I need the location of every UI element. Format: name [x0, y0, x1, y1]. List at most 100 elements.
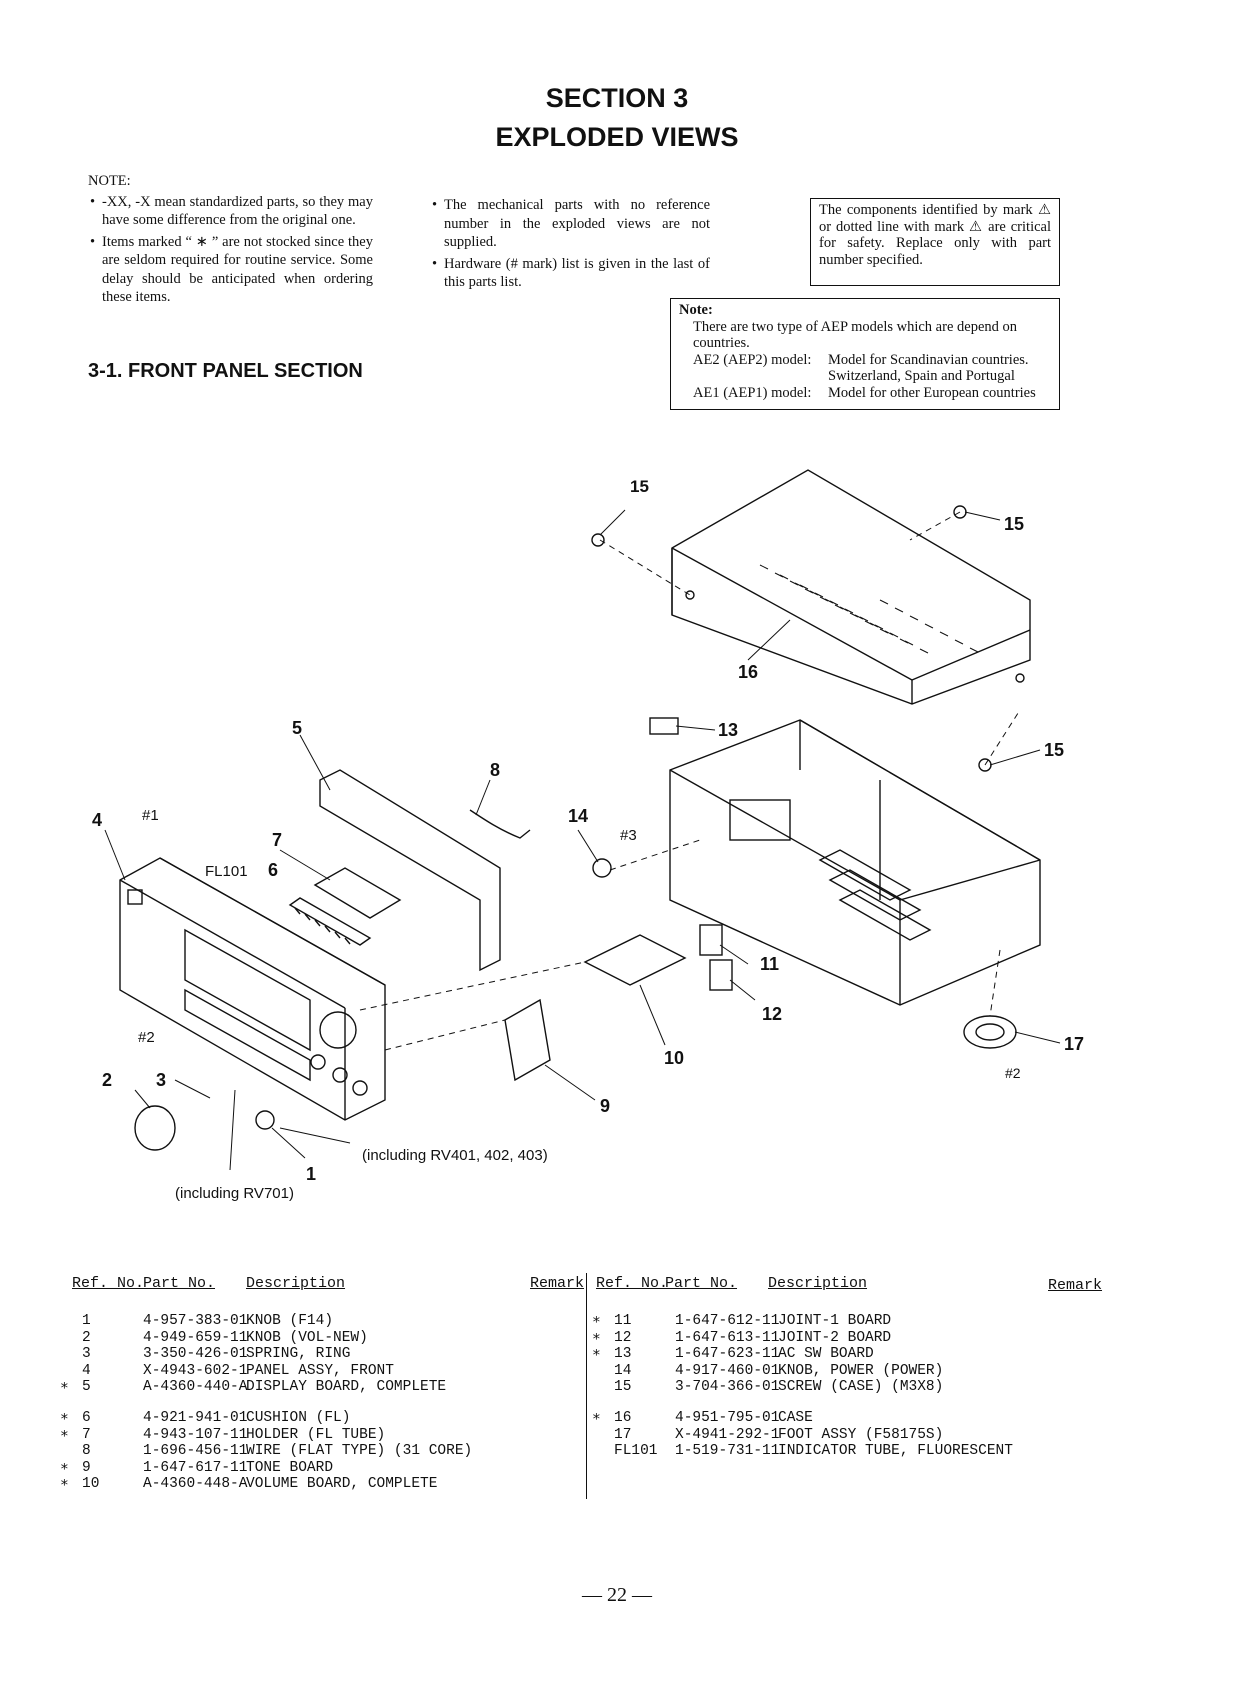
row-ref: 1 — [82, 1313, 91, 1329]
row-ref: 3 — [82, 1346, 91, 1363]
row-description: HOLDER (FL TUBE) — [246, 1426, 386, 1443]
page-number: — 22 — — [582, 1584, 652, 1606]
row-description: AC SW BOARD — [778, 1346, 874, 1363]
row-part-number: 1-519-731-11 — [675, 1443, 780, 1460]
front-panel-part-4 — [119, 857, 386, 1121]
safety-notice-box: The components identified by mark ⚠ or d… — [810, 198, 1060, 286]
row-ref: 11 — [614, 1313, 632, 1329]
aep-note-intro: There are two type of AEP models which a… — [693, 318, 1017, 352]
row-mark: ∗ — [592, 1346, 601, 1363]
callout-3: 3 — [156, 1070, 166, 1090]
callout-hw-2-left: #2 — [138, 1029, 155, 1046]
callout-10: 10 — [664, 1048, 684, 1068]
header-desc-right: Description — [768, 1275, 868, 1292]
aep-row-ae2: AE2 (AEP2) model: Model for Scandinavian… — [679, 352, 1051, 385]
note-rv401: (including RV401, 402, 403) — [362, 1147, 548, 1164]
row-description: INDICATOR TUBE, FLUORESCENT — [778, 1443, 1013, 1460]
row-part-number: 1-647-623-11 — [675, 1346, 780, 1363]
aep-model-ae1: AE1 (AEP1) model: — [693, 384, 812, 401]
row-part-number: 1-696-456-11 — [143, 1443, 248, 1460]
row-part-number: 1-647-612-11 — [675, 1313, 780, 1329]
case-part-16 — [671, 469, 1031, 705]
header-ref-right: Ref. No. — [596, 1275, 669, 1292]
row-ref: 14 — [614, 1362, 632, 1379]
fl-tube — [288, 867, 402, 946]
aep-row-ae1: AE1 (AEP1) model: Model for other Europe… — [679, 385, 1051, 402]
volume-knob-part-2 — [134, 1105, 176, 1151]
row-part-number: 4-943-107-11 — [143, 1426, 248, 1443]
callout-12: 12 — [762, 1004, 782, 1024]
section-heading: 3-1. FRONT PANEL SECTION — [88, 360, 363, 382]
knob-part-1 — [255, 1110, 275, 1130]
joint-board-part-12 — [709, 959, 733, 991]
row-ref: 5 — [82, 1379, 91, 1396]
aep-note-box: Note: There are two type of AEP models w… — [670, 298, 1060, 410]
row-description: DISPLAY BOARD, COMPLETE — [246, 1379, 447, 1396]
callout-15-right: 15 — [1004, 514, 1024, 534]
row-description: SCREW (CASE) (M3X8) — [778, 1379, 944, 1396]
row-description: KNOB (VOL-NEW) — [246, 1329, 368, 1346]
row-ref: 13 — [614, 1346, 632, 1363]
foot-part-17 — [963, 1015, 1017, 1049]
note-not-stocked: Items marked “ ∗ ” are not stocked since… — [88, 233, 373, 307]
header-remark-left: Remark — [530, 1275, 585, 1292]
callout-14: 14 — [568, 806, 588, 826]
callout-fl101: FL101 — [205, 863, 248, 880]
joint-board-part-11 — [699, 924, 723, 956]
callout-1: 1 — [306, 1164, 316, 1184]
row-mark: ∗ — [592, 1313, 601, 1329]
row-description: WIRE (FLAT TYPE) (31 CORE) — [246, 1443, 473, 1460]
callout-9: 9 — [600, 1096, 610, 1116]
row-description: TONE BOARD — [246, 1459, 334, 1476]
row-mark: ∗ — [60, 1409, 69, 1426]
chassis — [669, 719, 1041, 1006]
volume-board-part-10 — [583, 934, 687, 986]
note-standardized-parts: -XX, -X mean standardized parts, so they… — [88, 193, 373, 230]
row-ref: 15 — [614, 1379, 632, 1396]
row-part-number: 4-949-659-11 — [143, 1329, 248, 1346]
header-desc-left: Description — [246, 1275, 346, 1292]
row-part-number: 4-957-383-01 — [143, 1313, 248, 1329]
header-part-right: Part No. — [665, 1275, 738, 1292]
row-mark: ∗ — [60, 1459, 69, 1476]
callout-hw-3: #3 — [620, 827, 637, 844]
page-title: EXPLODED VIEWS — [495, 122, 739, 152]
screw-part-15b — [953, 505, 967, 519]
header-ref-left: Ref. No. — [72, 1275, 145, 1292]
row-ref: 12 — [614, 1329, 632, 1346]
callout-7: 7 — [272, 830, 282, 850]
callout-15-lower: 15 — [1044, 740, 1064, 760]
row-description: PANEL ASSY, FRONT — [246, 1362, 394, 1379]
row-description: CASE — [778, 1409, 813, 1426]
row-part-number: 4-921-941-01 — [143, 1409, 248, 1426]
section-number: SECTION 3 — [545, 83, 689, 113]
row-part-number: 1-647-613-11 — [675, 1329, 780, 1346]
notes-left: NOTE: -XX, -X mean standardized parts, s… — [88, 172, 373, 310]
callout-5: 5 — [292, 718, 302, 738]
callout-15-top: 15 — [630, 477, 649, 496]
callout-hw-2-right: #2 — [1005, 1065, 1021, 1081]
callout-hw-1: #1 — [142, 807, 159, 824]
row-ref: 10 — [82, 1476, 100, 1493]
display-board-part-5 — [319, 769, 501, 972]
callout-8: 8 — [490, 760, 500, 780]
row-description: KNOB (F14) — [246, 1313, 334, 1329]
row-ref: FL101 — [614, 1443, 658, 1460]
aep-desc-ae2: Model for Scandinavian countries. Switze… — [828, 351, 1029, 385]
callout-11: 11 — [760, 954, 779, 974]
